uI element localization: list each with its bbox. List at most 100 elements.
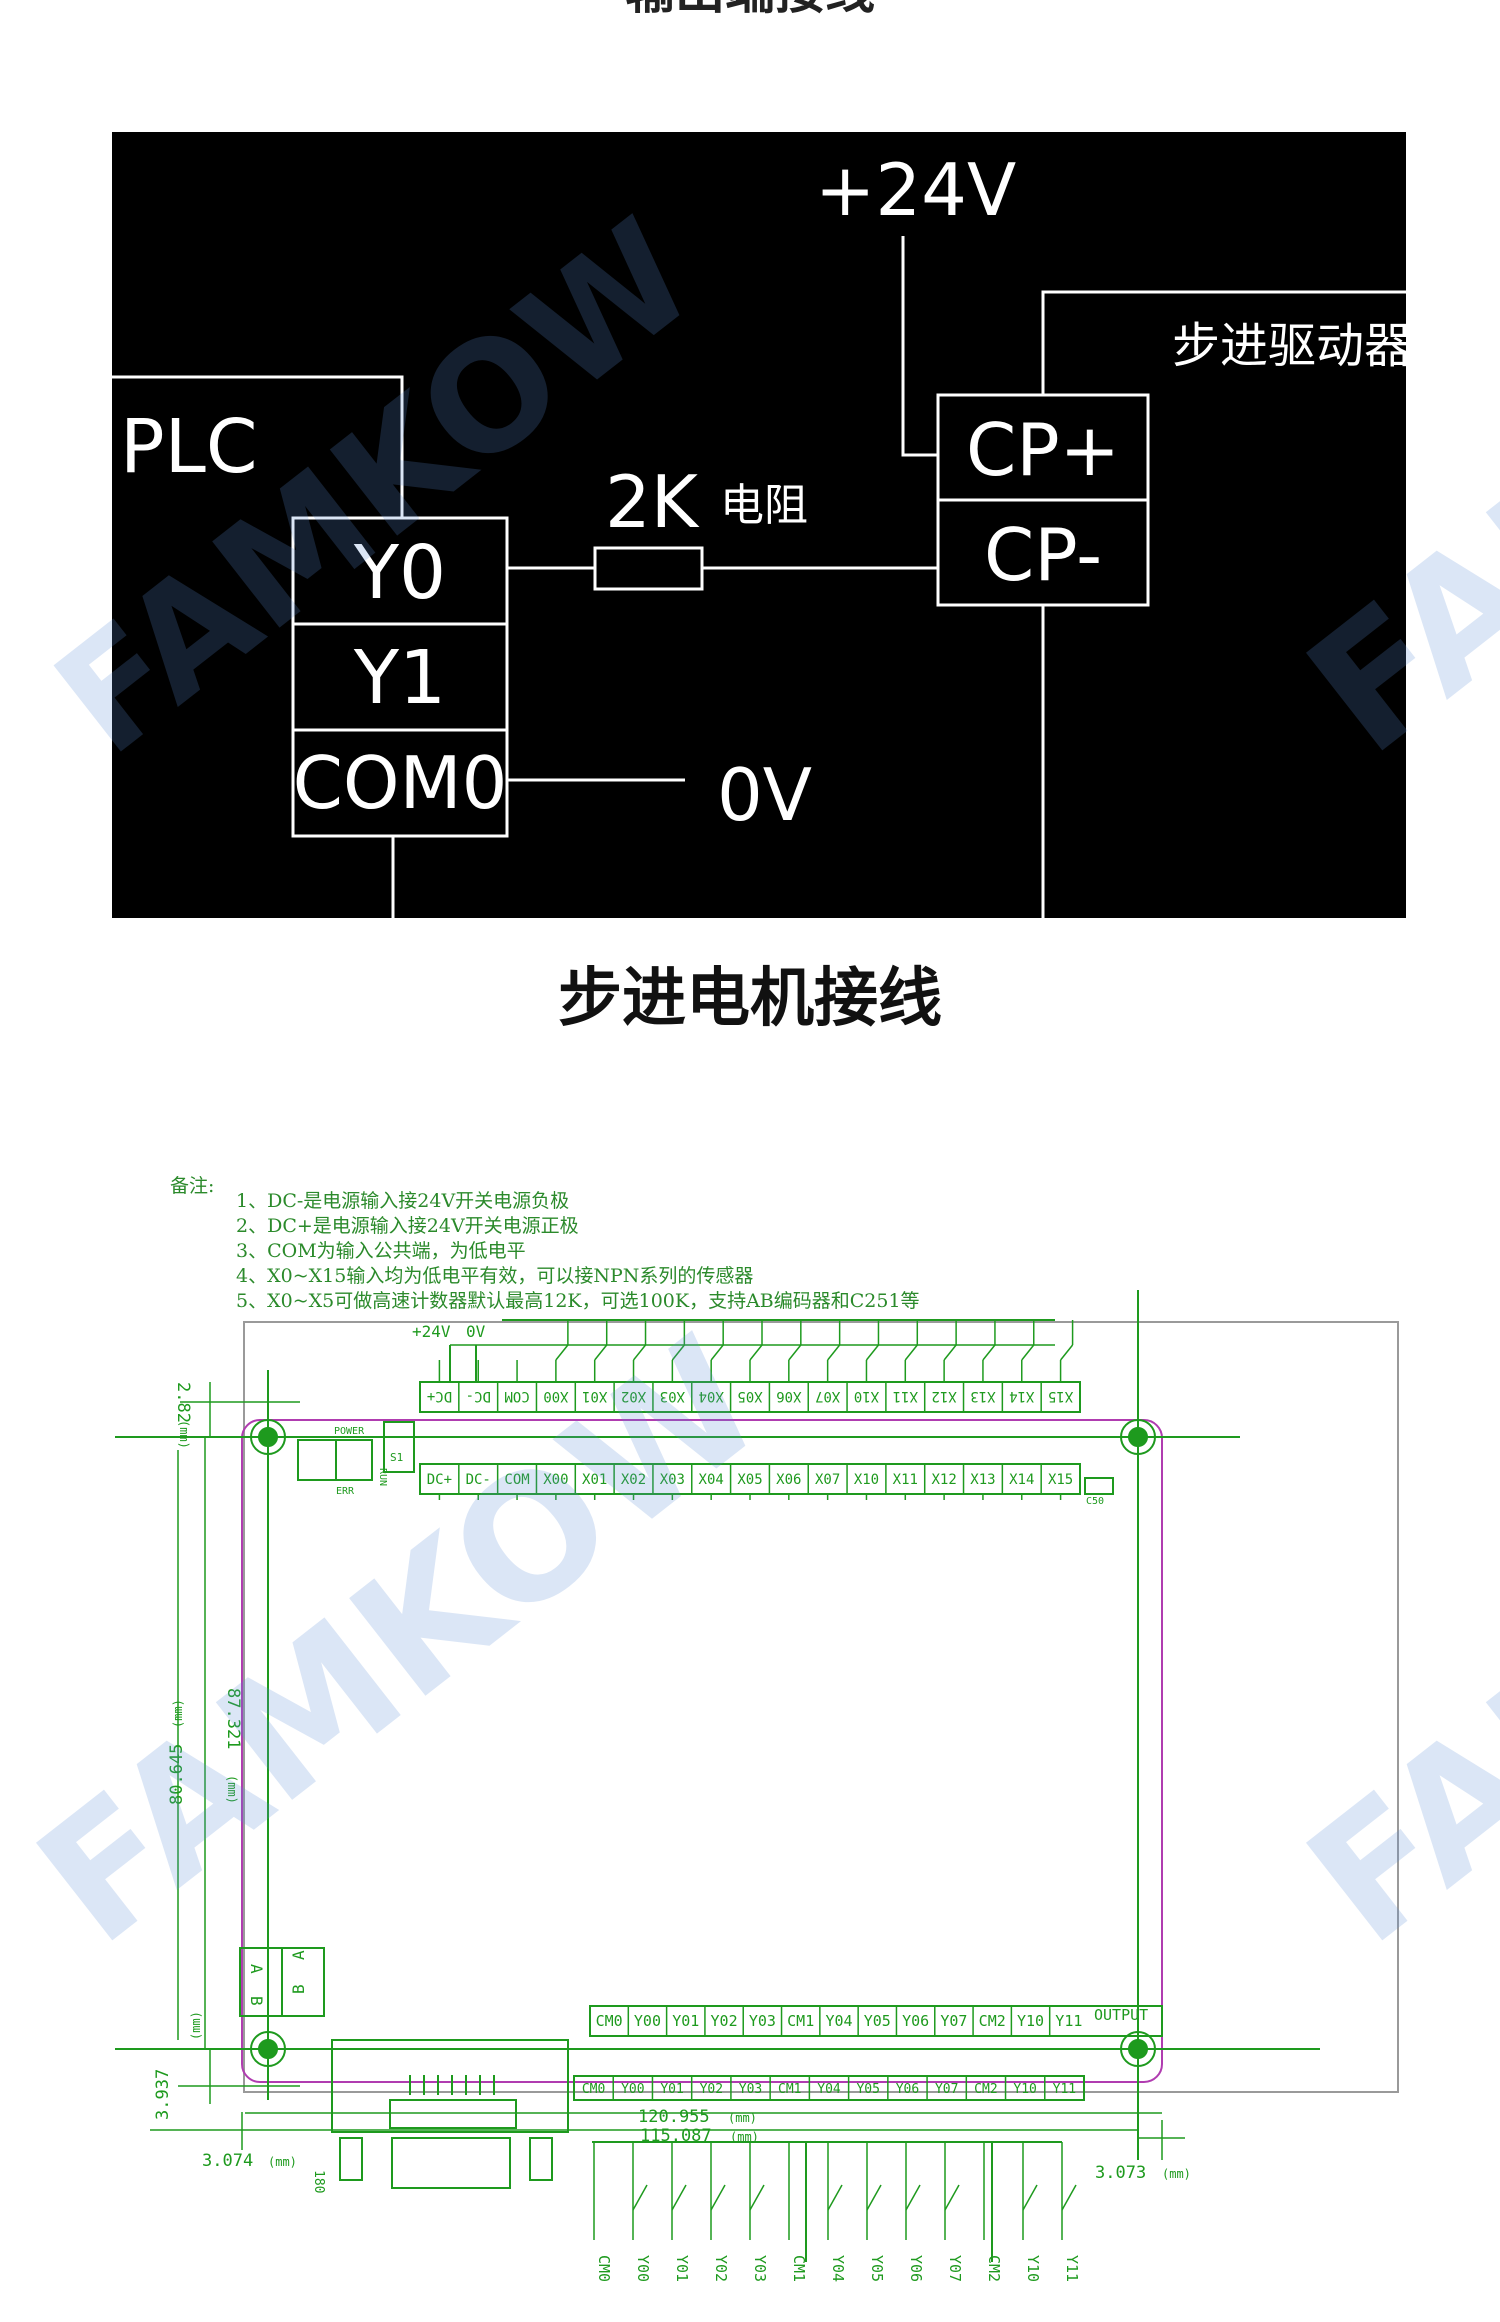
rs485-b-left: B [247, 1996, 266, 2006]
dim-top-unit: (mm) [177, 1420, 191, 1449]
output-terminal-label-lower: Y02 [700, 2082, 723, 2097]
notes-block: 备注: 1、DC-是电源输入接24V开关电源负极 2、DC+是电源输入接24V开… [170, 1175, 920, 1312]
output-terminal-label-lower: CM2 [974, 2082, 997, 2097]
input-terminal-label-bottom: X13 [970, 1472, 995, 1488]
dim-right-unit: (mm) [1162, 2167, 1191, 2181]
supply-plus-label: +24V [412, 1322, 451, 1341]
terminal-y1: Y1 [353, 635, 446, 721]
dim-bottom-unit: (mm) [189, 2011, 203, 2040]
input-terminal-label-top: X14 [1009, 1388, 1034, 1404]
input-terminal-label-bottom: X15 [1048, 1472, 1073, 1488]
output-wire-label: Y02 [712, 2255, 730, 2282]
power-led-label: POWER [334, 1426, 365, 1437]
output-switch [1022, 2184, 1038, 2211]
input-switch [671, 1344, 685, 1361]
input-switch [865, 1344, 880, 1361]
input-terminal-label-top: X01 [582, 1388, 607, 1404]
input-switch [594, 1344, 608, 1361]
output-switch [671, 2184, 687, 2211]
dim-height-outer-unit: (mm) [225, 1775, 239, 1804]
output-terminal-label: CM2 [979, 2012, 1006, 2030]
input-terminal-row: DC+DC+DC-DC-COMCOMX00X00X01X01X02X02X03X… [427, 1320, 1074, 1500]
resistor-word: 电阻 [720, 480, 808, 531]
input-terminal-label-bottom: X14 [1009, 1472, 1034, 1488]
output-wire-label: Y10 [1024, 2255, 1042, 2282]
input-terminal-label-bottom: X03 [660, 1472, 685, 1488]
input-terminal-label-bottom: X12 [931, 1472, 956, 1488]
output-terminal-label: Y05 [864, 2012, 891, 2030]
input-switch [1060, 1344, 1074, 1361]
output-wire-label: CM0 [595, 2255, 613, 2282]
output-terminal-label: Y04 [825, 2012, 852, 2030]
board-drawing: 备注: 1、DC-是电源输入接24V开关电源负极 2、DC+是电源输入接24V开… [115, 1175, 1399, 2282]
supply-zero-label: 0V [466, 1322, 486, 1341]
dim-height-inner-unit: (mm) [171, 1699, 185, 1728]
output-wire-label: CM2 [985, 2255, 1003, 2282]
top-heading: 输出端接线 [625, 0, 875, 20]
output-wire-label: Y05 [868, 2255, 886, 2282]
wiring-diagram: +24V 步进驱动器 PLC Y0 Y1 COM0 2K 电阻 CP+ CP- … [112, 132, 1412, 918]
dim-width-inner-unit: (mm) [730, 2130, 759, 2144]
dim-left: 3.074 [202, 2151, 253, 2171]
zero-v-label: 0V [717, 753, 812, 837]
input-terminal-label-top: X10 [854, 1388, 879, 1404]
input-terminal-label-top: X05 [737, 1388, 762, 1404]
output-terminal-label: Y01 [672, 2012, 699, 2030]
output-wire-label: Y00 [634, 2255, 652, 2282]
rs485-b-right: B [289, 1984, 308, 1994]
c50-label: C50 [1086, 1496, 1104, 1507]
terminal-cp-plus: CP+ [966, 408, 1120, 492]
output-terminal-label-lower: Y06 [896, 2082, 919, 2097]
output-terminal-label: Y06 [902, 2012, 929, 2030]
input-terminal-label-bottom: DC- [466, 1472, 491, 1488]
input-switch [943, 1344, 957, 1361]
output-terminal-label: Y07 [940, 2012, 967, 2030]
input-terminal-label-top: X12 [931, 1388, 956, 1404]
output-terminal-label-lower: CM1 [778, 2082, 801, 2097]
input-switch [555, 1344, 569, 1361]
dim-top: 2.82 [173, 1382, 193, 1423]
input-terminal-label-top: DC+ [427, 1388, 452, 1404]
input-terminal-label-top: DC- [466, 1388, 491, 1404]
dim-right: 3.073 [1095, 2163, 1146, 2183]
input-switch [749, 1344, 763, 1361]
input-terminal-label-bottom: X11 [893, 1472, 918, 1488]
input-terminal-label-bottom: X07 [815, 1472, 840, 1488]
notes-line: 3、COM为输入公共端，为低电平 [236, 1240, 526, 1262]
output-terminal-label-lower: Y11 [1053, 2082, 1076, 2097]
output-wire-label: Y06 [907, 2255, 925, 2282]
output-wire-label: Y03 [751, 2255, 769, 2282]
dim-width-outer: 120.955 [638, 2107, 710, 2127]
s1-label: S1 [390, 1451, 403, 1464]
dim-height-outer: 87.321 [223, 1688, 243, 1749]
output-switch [632, 2184, 648, 2211]
input-terminal-label-top: X11 [893, 1388, 918, 1404]
plc-label: PLC [120, 404, 258, 490]
output-wire-label: Y01 [673, 2255, 691, 2282]
output-wire-label: Y07 [946, 2255, 964, 2282]
output-terminal-label: Y10 [1017, 2012, 1044, 2030]
output-terminal-label-lower: Y00 [621, 2082, 644, 2097]
input-terminal-label-bottom: X10 [854, 1472, 879, 1488]
output-terminal-row: CM0CM0CM0Y00Y00Y00Y01Y01Y01Y02Y02Y02Y03Y… [582, 2006, 1082, 2282]
input-terminal-label-bottom: X00 [543, 1472, 568, 1488]
output-label: OUTPUT [1094, 2006, 1148, 2024]
input-terminal-label-top: X03 [660, 1388, 685, 1404]
dim-width-inner: 115.087 [640, 2126, 712, 2146]
output-terminal-label-lower: CM0 [582, 2082, 605, 2097]
input-terminal-label-bottom: X01 [582, 1472, 607, 1488]
terminal-y0: Y0 [353, 530, 446, 616]
output-terminal-label: Y03 [749, 2012, 776, 2030]
output-wire-label: CM1 [790, 2255, 808, 2282]
dim-width-outer-unit: (mm) [728, 2111, 757, 2125]
input-switch [710, 1344, 724, 1361]
input-switch [632, 1344, 647, 1361]
output-wire-label: Y11 [1063, 2255, 1081, 2282]
output-terminal-label: CM1 [787, 2012, 814, 2030]
notes-line: 4、X0~X15输入均为低电平有效，可以接NPN系列的传感器 [236, 1265, 753, 1287]
input-terminal-label-top: COM [504, 1388, 529, 1404]
rs485-a-right: A [289, 1950, 308, 1960]
output-terminal-label-lower: Y04 [817, 2082, 841, 2097]
dim-height-inner: 80.645 [167, 1744, 187, 1805]
